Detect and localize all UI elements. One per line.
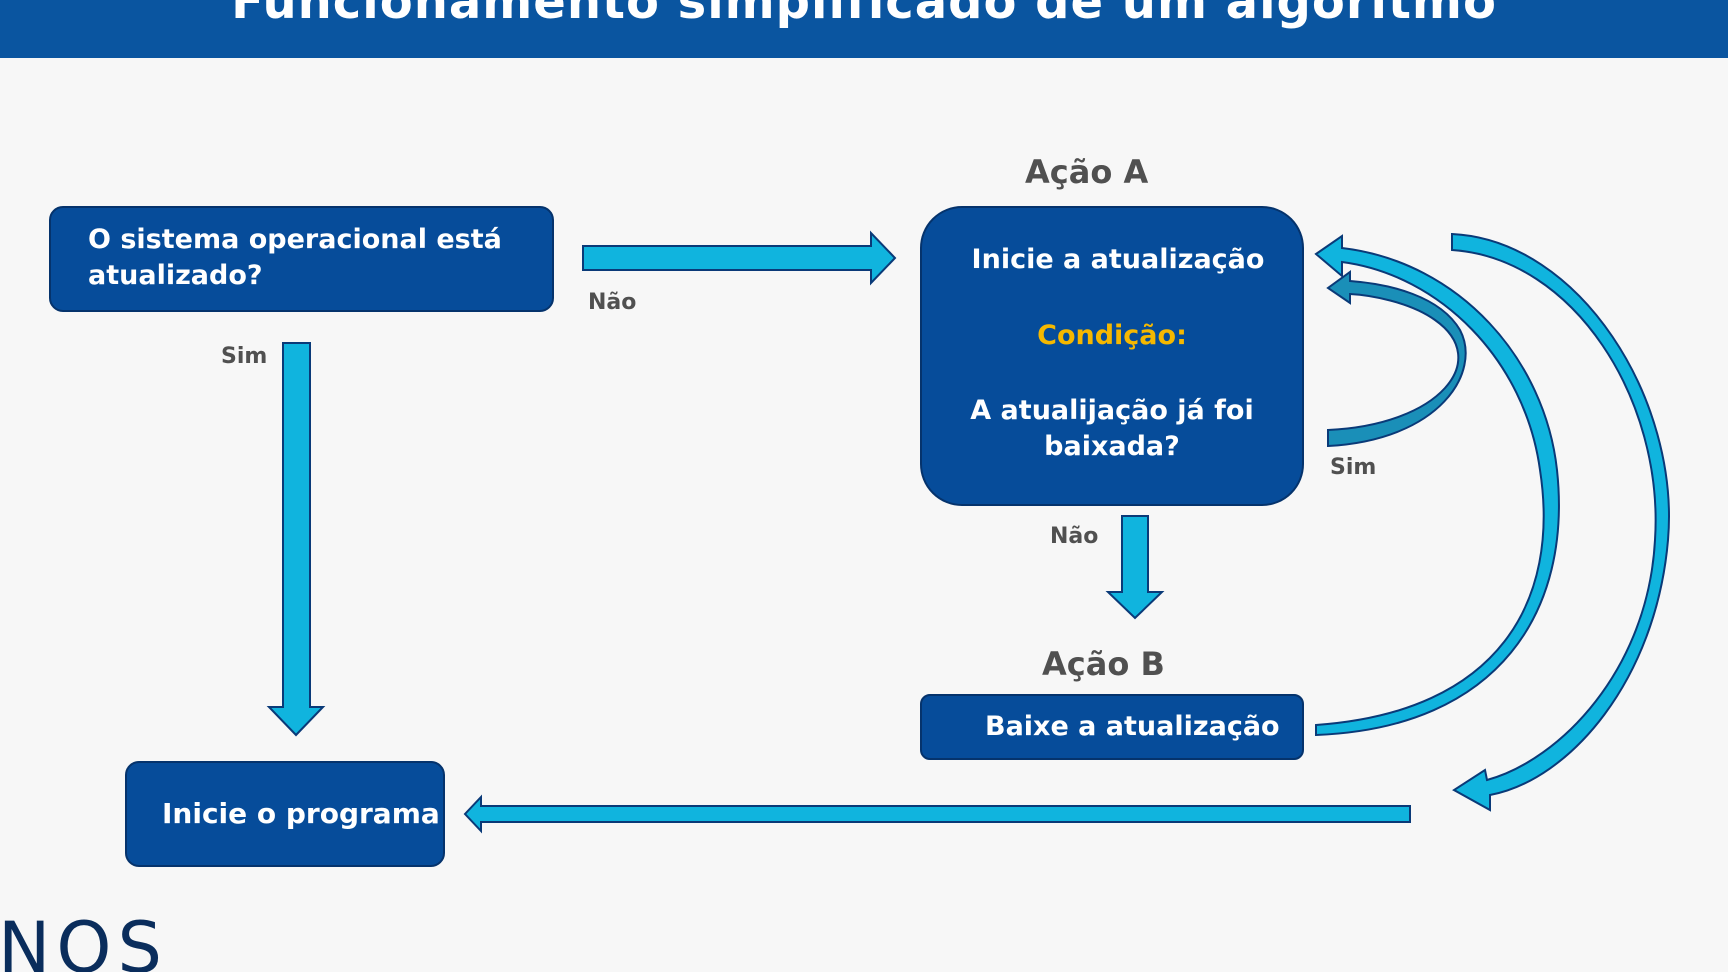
download-text: Baixe a atualização [985,711,1280,742]
label-acao-b: Ação B [1042,645,1165,683]
box-action-a: Inicie a atualização Condição: A atualij… [920,206,1304,506]
header-bar: Funcionamento simplificado de um algorit… [0,0,1728,58]
arrow-sim-loop [1326,270,1467,448]
brand-logo: NOS [0,912,166,972]
arrow-action-a-to-action-b [1105,515,1165,620]
box-start: Inicie o programa [125,761,445,867]
arrow-question-to-start [266,342,326,737]
page-title: Funcionamento simplificado de um algorit… [231,0,1497,30]
label-sim-left: Sim [221,344,268,369]
label-sim-right: Sim [1330,455,1377,480]
label-nao-down: Não [1050,524,1099,549]
arrow-question-to-action-a [582,230,897,286]
start-text: Inicie o programa [162,797,440,830]
box-download: Baixe a atualização [920,694,1304,760]
arrow-outer-to-start [1451,232,1670,812]
arrow-to-start-horizontal [463,794,1411,834]
action-a-text: Inicie a atualização [971,244,1265,275]
label-acao-a: Ação A [1025,153,1149,191]
condition-label: Condição: [1037,320,1187,351]
condition-question: A atualijação já foi baixada? [970,395,1254,462]
arrow-action-b-to-action-a [1314,234,1560,737]
box-question: O sistema operacional está atualizado? [49,206,554,312]
logo-text: NOS [0,912,166,972]
label-nao-top: Não [588,290,637,315]
question-text: O sistema operacional está atualizado? [88,224,502,291]
